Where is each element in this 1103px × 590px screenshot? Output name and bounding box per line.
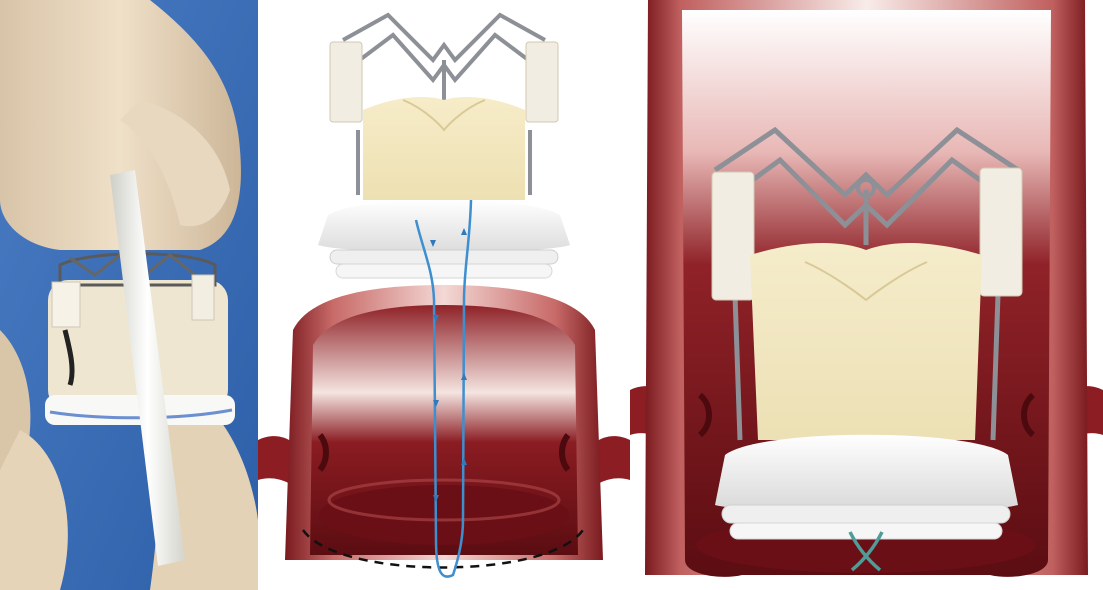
photo-panel (0, 0, 258, 590)
implanted-valve-illustration (630, 0, 1103, 590)
suture-schematic-panel (258, 0, 630, 590)
implanted-valve-panel (630, 0, 1103, 590)
valve-photo-image (0, 0, 258, 590)
suture-schematic-illustration (258, 0, 630, 590)
